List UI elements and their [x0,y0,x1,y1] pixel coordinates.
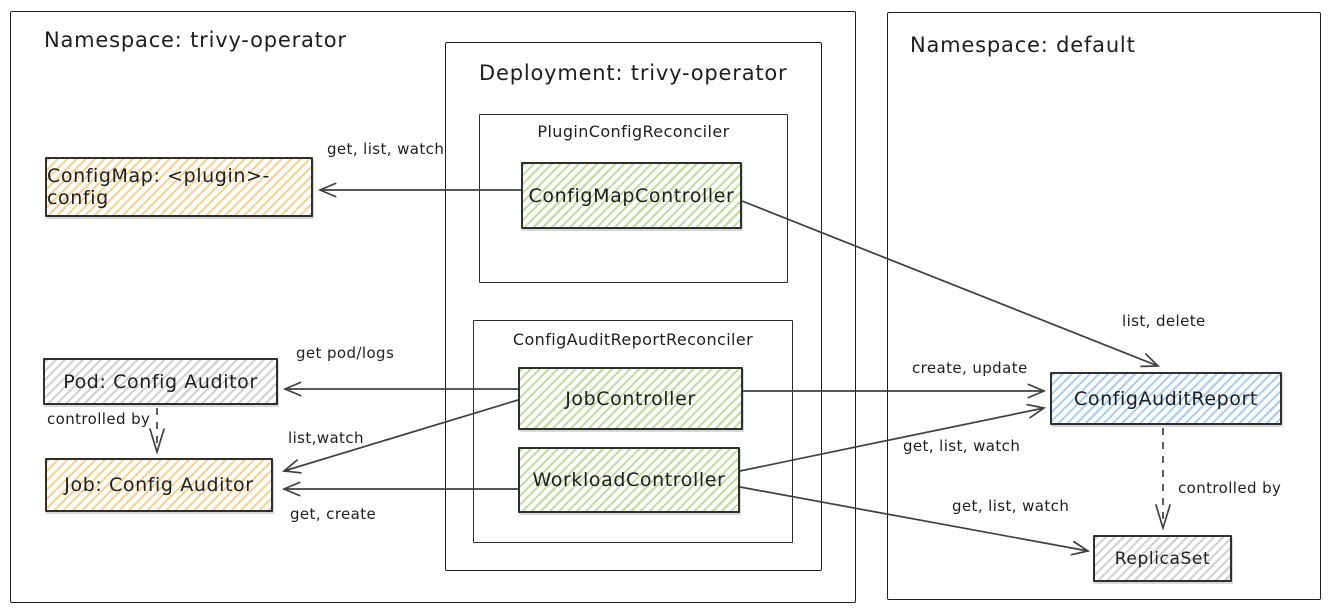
plugin-config-reconciler-title: PluginConfigReconciler [537,122,730,141]
edge-label-list-delete: list, delete [1122,312,1206,330]
namespace-left-title: Namespace: trivy-operator [44,28,347,52]
edge-label-controlled-by-pod: controlled by [47,410,151,428]
edge-label-get-list-watch-report: get, list, watch [903,437,1021,455]
workload-controller-label: WorkloadController [532,469,726,491]
configmap-controller-label: ConfigMapController [528,184,735,207]
edge-label-list-watch: list,watch [288,429,364,447]
replicaset-label: ReplicaSet [1114,548,1211,569]
configmap-node-label: ConfigMap: <plugin>-config [47,165,270,209]
edge-label-create-update: create, update [912,359,1028,377]
workload-controller-node: WorkloadController [518,447,740,513]
plugin-config-reconciler-box [479,114,788,283]
deployment-title: Deployment: trivy-operator [479,61,788,85]
edge-label-get-list-watch-configmap: get, list, watch [327,140,445,158]
pod-node: Pod: Config Auditor [43,358,278,405]
config-audit-report-node: ConfigAuditReport [1050,372,1282,425]
configmap-node: ConfigMap: <plugin>-config [45,157,313,217]
edge-label-get-create: get, create [290,505,377,523]
job-node: Job: Config Auditor [45,458,273,512]
edge-label-get-pod-logs: get pod/logs [296,344,395,362]
job-node-label: Job: Config Auditor [64,474,254,496]
configmap-controller-node: ConfigMapController [521,162,742,229]
edge-label-get-list-watch-replicaset: get, list, watch [952,497,1070,515]
job-controller-label: JobController [565,387,696,410]
pod-node-label: Pod: Config Auditor [63,370,258,393]
edge-label-controlled-by-report: controlled by [1178,479,1282,497]
job-controller-node: JobController [518,367,743,430]
namespace-right-title: Namespace: default [910,33,1136,57]
config-audit-report-label: ConfigAuditReport [1074,387,1258,410]
replicaset-node: ReplicaSet [1093,535,1232,582]
config-audit-report-reconciler-title: ConfigAuditReportReconciler [512,330,754,349]
